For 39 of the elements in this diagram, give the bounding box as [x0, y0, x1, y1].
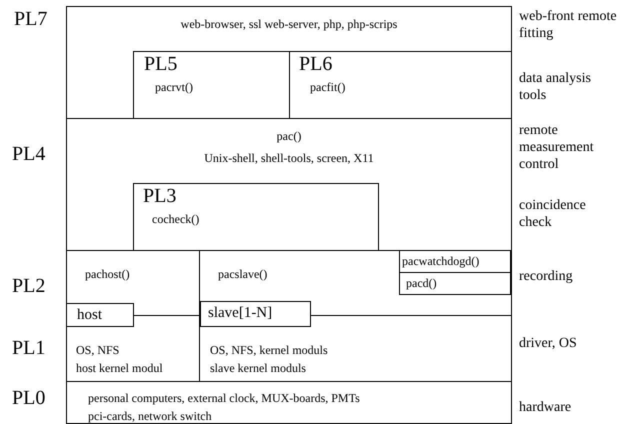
component-text: slave kernel moduls: [210, 361, 306, 375]
layer-label: PL5: [144, 53, 178, 75]
component-text: OS, NFS: [76, 343, 120, 357]
layer-description: remote measurement control: [519, 122, 595, 173]
layer-description: recording: [519, 268, 574, 285]
component-text: web-browser, ssl web-server, php, php-scrips: [180, 17, 398, 31]
component-label: host: [77, 307, 102, 324]
component-text: host kernel modul: [76, 361, 163, 375]
layer-label: PL1: [12, 337, 46, 359]
layer-label: PL3: [143, 185, 176, 207]
layer-description: web-front remote fitting: [519, 8, 618, 42]
component-text: pachost(): [85, 267, 130, 281]
component-text: personal computers, external clock, MUX-boards, PMTs: [88, 391, 360, 405]
component-text: cocheck(): [152, 212, 200, 226]
component-text: pacwatchdogd(): [402, 254, 480, 268]
component-box: [200, 301, 311, 327]
layer-label: PL0: [12, 387, 46, 409]
component-box: [133, 51, 290, 119]
layer-description: coincidence check: [519, 197, 587, 231]
component-text: OS, NFS, kernel moduls: [210, 343, 328, 357]
layer-description: driver, OS: [519, 335, 578, 352]
component-text: pci-cards, network switch: [88, 409, 212, 423]
layer-description: hardware: [519, 399, 572, 416]
component-box: [66, 303, 134, 327]
component-text: pacd(): [406, 276, 437, 290]
component-box: [399, 250, 511, 273]
layer-label: PL7: [14, 8, 48, 30]
layer-label: PL4: [12, 143, 46, 165]
component-text: pacfit(): [310, 80, 346, 94]
layer-description: data analysis tools: [519, 70, 592, 104]
component-text: pac(): [276, 129, 302, 143]
component-box: [133, 183, 379, 251]
component-text: Unix-shell, shell-tools, screen, X11: [203, 151, 375, 165]
component-label: slave[1-N]: [208, 305, 272, 322]
component-text: pacrvt(): [155, 80, 193, 94]
layer-label: PL6: [299, 53, 332, 75]
component-text: pacslave(): [218, 267, 268, 281]
layer-label: PL2: [12, 275, 46, 297]
component-box: [399, 272, 511, 295]
